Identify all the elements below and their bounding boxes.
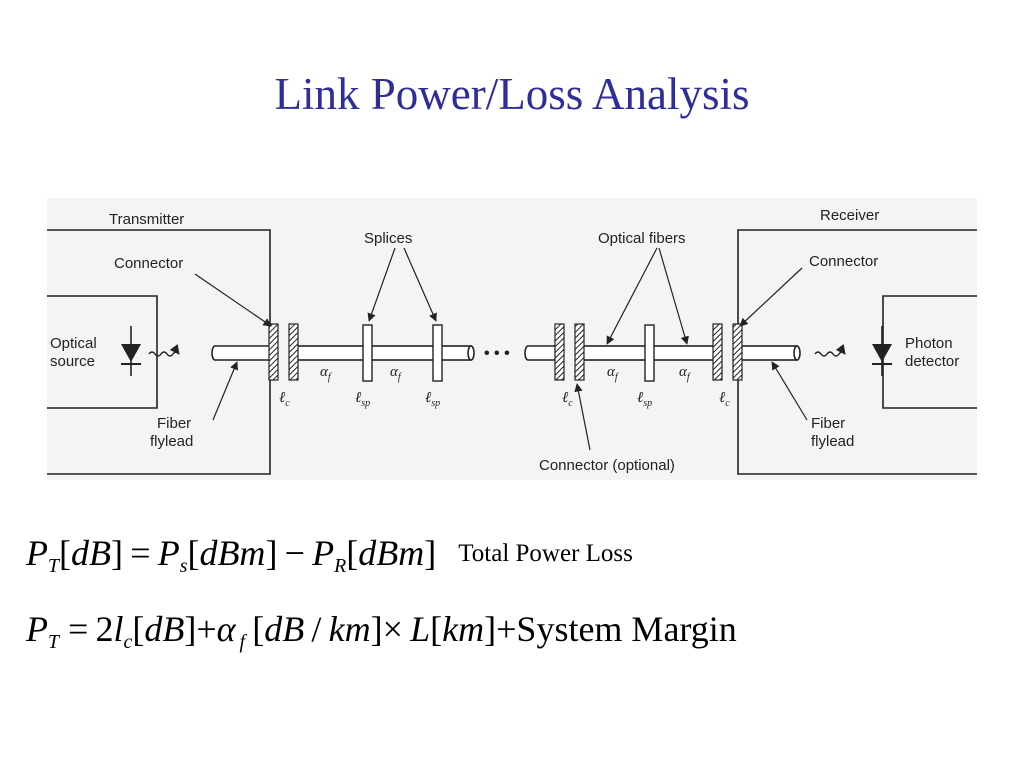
link-diagram-svg: Transmitter Receiver Connector Connector… (47, 207, 977, 475)
transmitter-label: Transmitter (109, 211, 184, 228)
alpha-f-sub: f (687, 372, 691, 383)
lsp-sub: sp (431, 398, 440, 409)
loss-symbols: ℓc ℓsp ℓsp ℓc ℓsp ℓc (279, 390, 730, 409)
fiber-flylead-left-label-2: flylead (150, 433, 193, 450)
light-wave-left-icon (148, 344, 180, 357)
equation-total-power-loss: PT[dB] = Ps[dBm] − PR[dBm]Total Power Lo… (26, 533, 633, 577)
svg-text:ℓsp: ℓsp (355, 390, 370, 409)
svg-text:αf: αf (607, 364, 619, 383)
fiber-flylead-left-label-1: Fiber (157, 415, 191, 432)
link-diagram: Transmitter Receiver Connector Connector… (47, 198, 977, 480)
alpha-f-symbol: α (390, 364, 399, 380)
pointer-lines (194, 247, 808, 451)
lc-sub: c (725, 398, 730, 409)
photon-detector-box (882, 295, 977, 409)
optical-source-label-1: Optical (50, 335, 97, 352)
svg-text:αf: αf (320, 364, 332, 383)
alpha-f-sub: f (398, 372, 402, 383)
lc-symbol: ℓ (719, 390, 725, 406)
lsp-sub: sp (643, 398, 652, 409)
connectors (268, 323, 743, 381)
connector-optional-label: Connector (optional) (539, 457, 675, 474)
svg-text:ℓc: ℓc (562, 390, 573, 409)
slide-title: Link Power/Loss Analysis (274, 69, 750, 119)
splices-label: Splices (364, 230, 412, 247)
lsp-symbol: ℓ (425, 390, 431, 406)
continuation-dots: • • • (484, 345, 510, 362)
alpha-f-sub: f (615, 372, 619, 383)
lc-symbol: ℓ (279, 390, 285, 406)
connector-left-label: Connector (114, 255, 183, 272)
optical-fibers-label: Optical fibers (598, 230, 686, 247)
svg-text:ℓsp: ℓsp (637, 390, 652, 409)
svg-text:ℓc: ℓc (719, 390, 730, 409)
system-margin-text: System Margin (516, 609, 737, 649)
lsp-symbol: ℓ (355, 390, 361, 406)
splices (362, 324, 655, 382)
svg-text:αf: αf (679, 364, 691, 383)
photon-detector-label-1: Photon (905, 335, 953, 352)
optical-source-box (47, 295, 158, 409)
lc-symbol: ℓ (562, 390, 568, 406)
eq1-note: Total Power Loss (458, 540, 633, 568)
alpha-f-symbol: α (320, 364, 329, 380)
lsp-sub: sp (361, 398, 370, 409)
alpha-f-symbol: α (679, 364, 688, 380)
equation-link-budget: PT = 2lc[dB]+α f [dB / km]× L[km]+System… (26, 609, 737, 653)
svg-text:αf: αf (390, 364, 402, 383)
fiber-flylead-right-label-2: flylead (811, 433, 854, 450)
attenuation-symbols: αf αf αf αf (320, 364, 691, 383)
lsp-symbol: ℓ (637, 390, 643, 406)
svg-text:ℓc: ℓc (279, 390, 290, 409)
photon-detector-label-2: detector (905, 353, 959, 370)
receiver-label: Receiver (820, 207, 879, 224)
alpha-f-sub: f (328, 372, 332, 383)
lc-sub: c (568, 398, 573, 409)
led-diode-icon (121, 326, 141, 376)
alpha-f-symbol: α (607, 364, 616, 380)
photodiode-icon (872, 326, 892, 376)
light-wave-right-icon (814, 344, 846, 357)
svg-text:ℓsp: ℓsp (425, 390, 440, 409)
connector-right-label: Connector (809, 253, 878, 270)
lc-sub: c (285, 398, 290, 409)
fiber-flylead-right-label-1: Fiber (811, 415, 845, 432)
optical-source-label-2: source (50, 353, 95, 370)
